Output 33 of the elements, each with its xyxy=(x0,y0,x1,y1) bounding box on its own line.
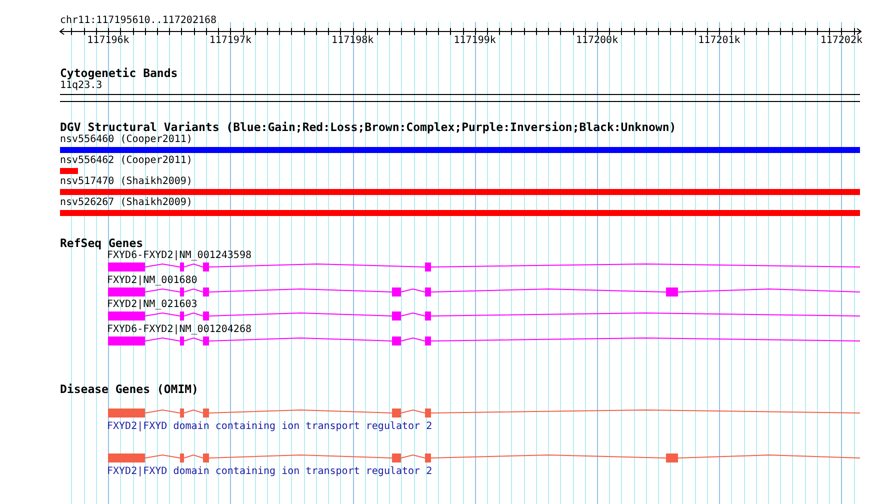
variant-label: nsv526267 (Shaikh2009) xyxy=(60,197,194,209)
band-label: 11q23.3 xyxy=(60,80,104,92)
gene-label: FXYD2|NM_021603 xyxy=(107,299,198,311)
gene-label: FXYD2|NM_001680 xyxy=(107,275,198,287)
gene-feature xyxy=(107,324,860,346)
tick-label: 117198k xyxy=(332,35,374,47)
position-label: chr11:117195610..117202168 xyxy=(60,15,217,27)
track-title: Disease Genes (OMIM) xyxy=(60,383,198,395)
disease-gene-feature xyxy=(107,408,860,433)
tick-label: 117201k xyxy=(698,35,740,47)
tick-label: 117200k xyxy=(576,35,618,47)
variant-label: nsv556460 (Cooper2011) xyxy=(60,134,194,146)
tick-label: 117197k xyxy=(209,35,252,47)
tick-label: 117202k xyxy=(820,35,862,47)
track-title: DGV Structural Variants (Blue:Gain;Red:Loss;Brown:Complex;Purple:Inversion;Black:Unknown) xyxy=(60,121,676,133)
variant-label: nsv517470 (Shaikh2009) xyxy=(60,176,194,188)
gene-label: FXYD6-FXYD2|NM_001243598 xyxy=(107,250,252,262)
gene-label: FXYD2|FXYD domain containing ion transport regulator 2 xyxy=(107,421,434,433)
variant-label: nsv556462 (Cooper2011) xyxy=(60,155,192,167)
gene-label: FXYD6-FXYD2|NM_001204268 xyxy=(107,324,252,336)
variant-feature xyxy=(60,155,192,174)
tick-label: 117196k xyxy=(87,35,130,47)
cytoband-track xyxy=(60,80,860,103)
gene-feature xyxy=(107,275,860,297)
variant-feature xyxy=(60,197,860,216)
variant-feature xyxy=(60,176,860,195)
variant-feature xyxy=(60,134,860,153)
gene-feature xyxy=(107,250,860,272)
disease-gene-feature xyxy=(107,453,860,478)
tick-label: 117199k xyxy=(454,35,496,47)
track-title: RefSeq Genes xyxy=(60,237,144,249)
gene-feature xyxy=(107,299,860,321)
gene-label: FXYD2|FXYD domain containing ion transport regulator 2 xyxy=(107,466,434,478)
